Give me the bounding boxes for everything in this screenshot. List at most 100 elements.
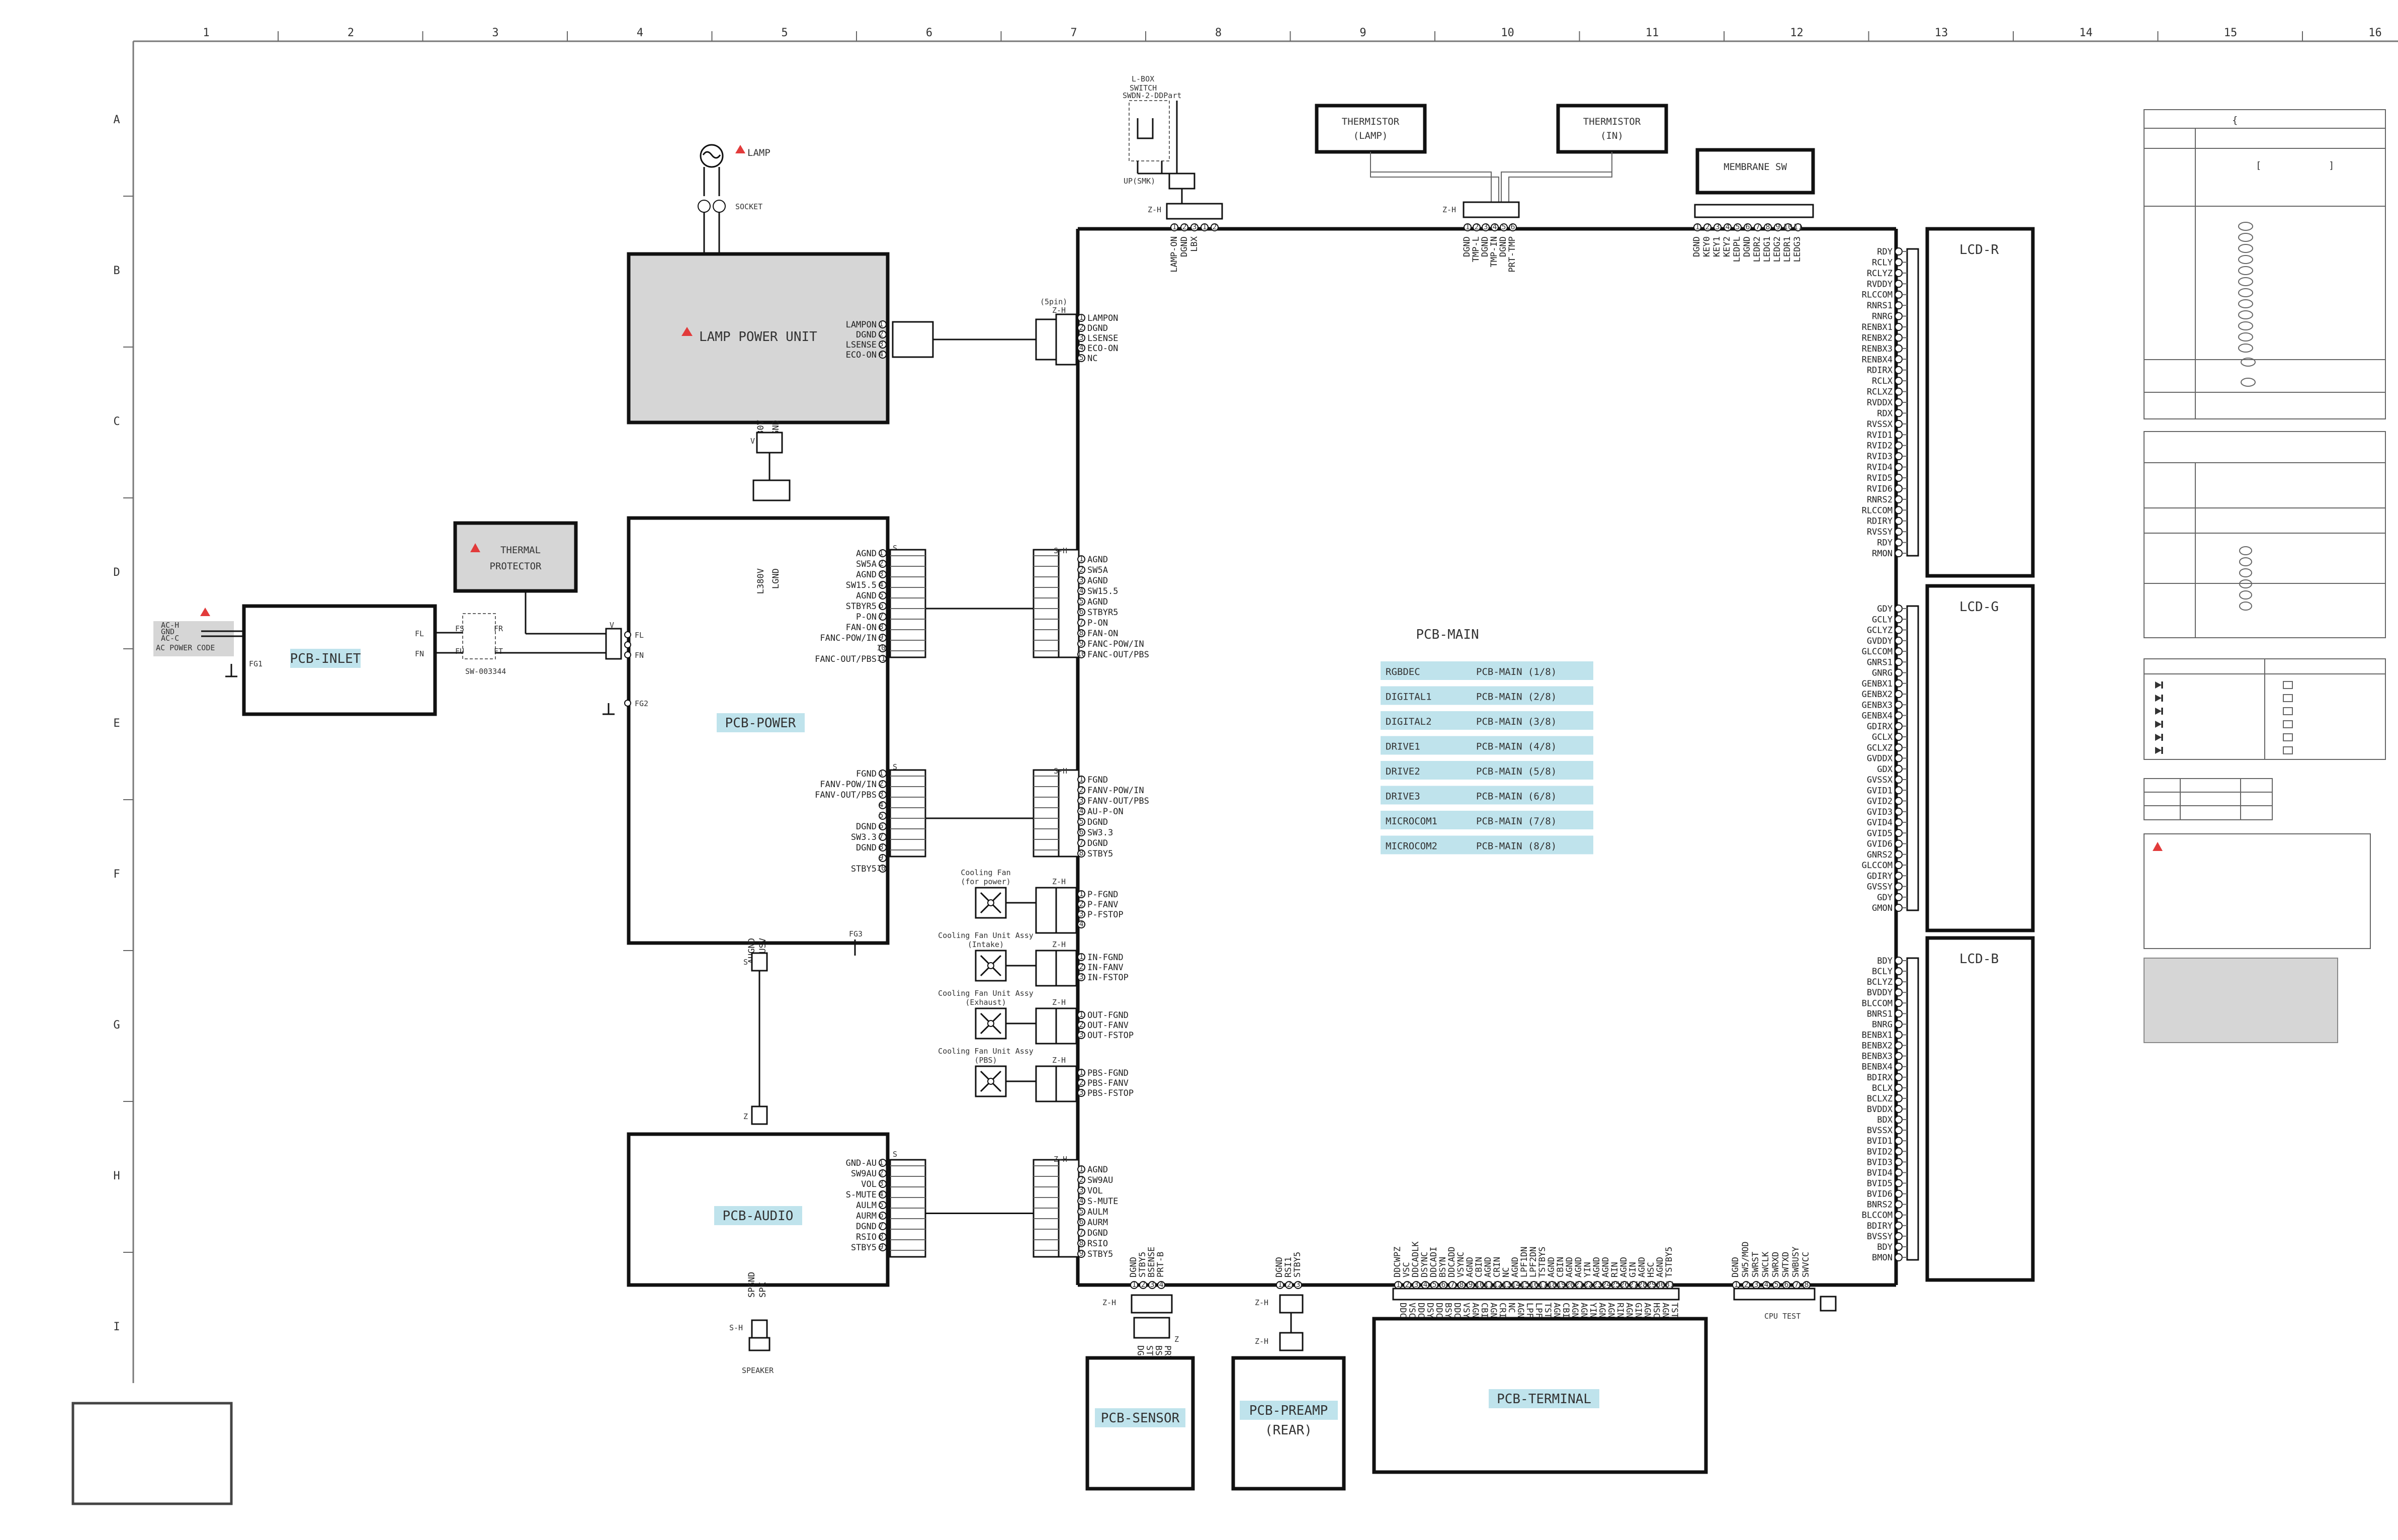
warning-icon — [681, 327, 693, 336]
ma-pin: VOL — [1087, 1186, 1103, 1196]
thermistor-pin: DGND — [1480, 236, 1490, 257]
mp2-pin: FANV-OUT/PBS — [1087, 796, 1149, 806]
lcd-pin: RCLX — [1872, 376, 1893, 386]
pa-pin: S-MUTE — [846, 1190, 877, 1200]
svg-text:3: 3 — [879, 339, 883, 349]
lcd-pin: GVID3 — [1867, 807, 1893, 817]
svg-text:18: 18 — [1548, 1280, 1557, 1289]
svg-text:2: 2 — [1287, 1280, 1291, 1289]
svg-text:1: 1 — [1079, 889, 1083, 898]
svg-text:4: 4 — [1079, 1196, 1083, 1205]
grid-col-3: 3 — [492, 27, 498, 39]
fan0-pin: P-FSTOP — [1087, 910, 1124, 920]
lcd-pin: GDY — [1877, 604, 1893, 614]
svg-text:1: 1 — [1465, 222, 1470, 231]
thermistor-conn-type: Z-H — [1442, 205, 1456, 214]
thermistor-pin: DGND — [1462, 236, 1472, 257]
pp1-pin: P-ON — [856, 612, 877, 622]
fan2-pin: OUT-FGND — [1087, 1010, 1129, 1020]
grid-row-C: C — [113, 415, 120, 428]
svg-text:2: 2 — [879, 329, 883, 338]
svg-text:FG2: FG2 — [635, 699, 648, 708]
fan2-pin: OUT-FSTOP — [1087, 1031, 1134, 1041]
cpu-test-pin: SWVCC — [1801, 1252, 1811, 1277]
terminal-pin: YIN — [1588, 1303, 1598, 1318]
pcb-terminal-label: PCB-TERMINAL — [1497, 1392, 1591, 1407]
speaker-label: SPEAKER — [742, 1366, 774, 1375]
legend-symbol — [2283, 746, 2293, 754]
thermistor-lamp: THERMISTOR (LAMP) — [1315, 104, 1427, 154]
lcd-pin: RCLXZ — [1867, 387, 1893, 397]
grid-col-13: 13 — [1935, 27, 1948, 39]
lcd-b-panel: LCD-BBDYBCLYBCLYZBVDDYBLCCOMBNRS1BNRGBEN… — [1862, 936, 2035, 1282]
svg-text:11: 11 — [1793, 222, 1803, 231]
legend-diode-symbols — [2155, 681, 2293, 754]
main-page-row — [1381, 786, 1593, 805]
main-page-name: DRIVE1 — [1386, 741, 1420, 752]
lcd-pin: RENBX3 — [1862, 344, 1893, 354]
lcd-pin: GVID1 — [1867, 786, 1893, 796]
lbox-label-1: L-BOX — [1132, 74, 1154, 83]
svg-text:2: 2 — [1079, 1175, 1083, 1184]
svg-text:5: 5 — [1774, 1280, 1778, 1289]
terminal-pin-top: AGND — [1574, 1257, 1584, 1277]
lcd-pin: GNRG — [1872, 668, 1893, 678]
svg-text:1: 1 — [879, 768, 883, 778]
sensor-pin-top: BSENSE — [1147, 1247, 1157, 1277]
grid-row-H: H — [113, 1170, 120, 1182]
mp1-pin: FANC-OUT/PBS — [1087, 650, 1149, 660]
svg-text:6: 6 — [1784, 1280, 1788, 1289]
svg-text:4: 4 — [879, 580, 883, 589]
thermistor-lamp-label-1: THERMISTOR — [1342, 116, 1400, 127]
svg-text:1: 1 — [1079, 554, 1083, 563]
lcd-pin: BDY — [1877, 1242, 1893, 1252]
lamp-label: LAMP — [747, 147, 770, 158]
pp1-pin: AGND — [856, 549, 877, 559]
pp-s-conn-2: S — [893, 762, 897, 772]
pa-pin: VOL — [861, 1179, 877, 1189]
lcd-pin: GNRS1 — [1867, 657, 1893, 667]
pcb-inlet-label: PCB-INLET — [290, 651, 361, 666]
svg-text:11: 11 — [1484, 1280, 1493, 1289]
pa-pin: RSIO — [856, 1232, 877, 1242]
svg-text:3: 3 — [1715, 222, 1720, 231]
svg-text:2: 2 — [1141, 1280, 1145, 1289]
terminal-pin: NC — [1506, 1303, 1516, 1313]
lcd-pin: RDX — [1877, 408, 1893, 418]
svg-text:[: [ — [2256, 160, 2261, 171]
main-page-name: DRIVE3 — [1386, 791, 1420, 802]
svg-text:9: 9 — [1079, 1249, 1083, 1258]
svg-text:8: 8 — [879, 622, 883, 631]
svg-text:2: 2 — [1079, 899, 1083, 908]
thermal-protector-label-1: THERMAL — [500, 545, 541, 556]
grid-row-G: G — [113, 1019, 120, 1032]
fan-conn: Z-H — [1052, 1056, 1066, 1065]
fan-conn: Z-H — [1052, 998, 1066, 1007]
lcd-pin: BDX — [1877, 1115, 1893, 1125]
pa-pin: SW9AU — [851, 1169, 877, 1179]
legend-symbol — [2283, 707, 2293, 715]
lcd-pin: BNRS1 — [1867, 1009, 1893, 1019]
pp2-pin: DGND — [856, 843, 877, 853]
svg-text:4: 4 — [1725, 222, 1730, 231]
terminal-pin-top: HSC — [1646, 1262, 1656, 1277]
svg-text:26: 26 — [1620, 1280, 1629, 1289]
terminal-pin-top: TSTBYS — [1537, 1247, 1548, 1277]
svg-text:8: 8 — [879, 1232, 883, 1241]
lcd-pin: GCLYZ — [1867, 626, 1893, 636]
svg-text:SW-003344: SW-003344 — [465, 667, 506, 676]
main-page-ref: PCB-MAIN (6/8) — [1476, 791, 1557, 802]
fan3-pin: PBS-FSTOP — [1087, 1088, 1134, 1098]
svg-text:3: 3 — [1079, 796, 1083, 805]
terminal-pin-top: LPF1DN — [1519, 1247, 1529, 1277]
svg-text:6: 6 — [1079, 1217, 1083, 1226]
lpu-conn-label: V — [750, 437, 755, 446]
pa-pin: DGND — [856, 1222, 877, 1232]
main-lamp-conn-header: (5pin) — [1040, 297, 1067, 306]
svg-text:Z: Z — [1174, 1335, 1179, 1344]
svg-text:2: 2 — [1079, 1078, 1083, 1087]
